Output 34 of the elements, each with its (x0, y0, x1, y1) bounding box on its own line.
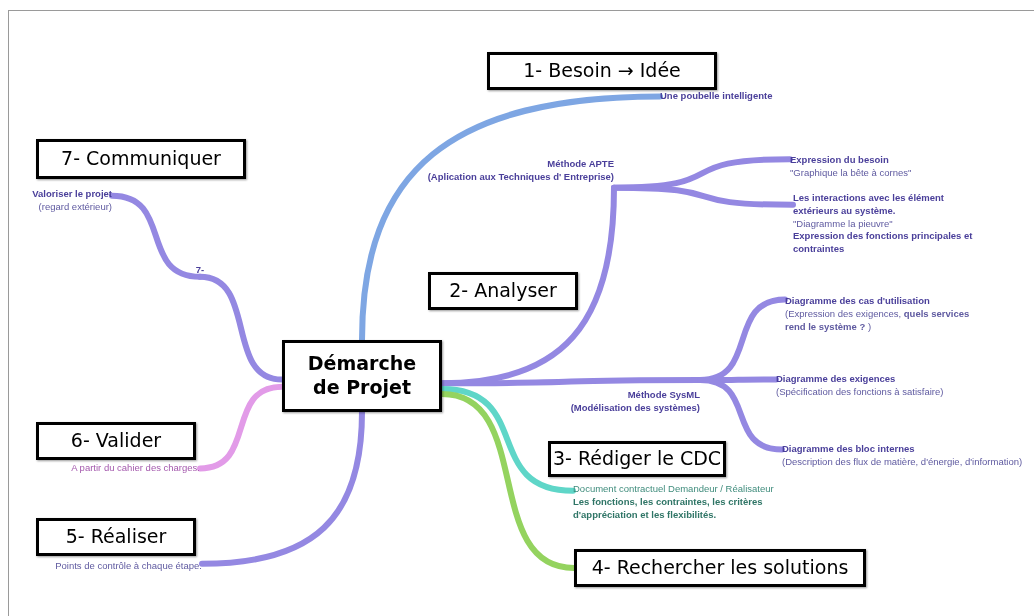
step-box: 4- Rechercher les solutions (574, 549, 866, 587)
branch-connector (611, 184, 796, 208)
branch-text: Diagramme des exigences (776, 373, 897, 386)
branch-text: Méthode APTE (546, 158, 614, 171)
branch-text: A partir du cahier des charges. (70, 462, 200, 475)
branch-connector (697, 377, 785, 453)
branch-text: Les fonctions, les contraintes, les critères d'appréciation et les flexibilités. (573, 495, 764, 522)
branch-text: Méthode SysML (626, 389, 700, 402)
step-box: 5- Réaliser (36, 518, 196, 556)
branch-text: (Spécification des fonctions à satisfaire) (776, 385, 945, 399)
branch-text: (Expression des exigences, quels services rend le système ? ) (785, 307, 971, 334)
branch-text: Document contractuel Demandeur / Réalisateur (573, 483, 775, 496)
branch-text: 7- (194, 264, 206, 277)
branch-text: Valoriser le projet (31, 188, 112, 201)
branch-text: "Diagramme la pieuvre" (793, 217, 894, 231)
branch-text: Expression des fonctions principales et contraintes (793, 230, 973, 257)
step-box: 6- Valider (36, 422, 196, 460)
central-topic-box: Démarche de Projet (282, 340, 442, 412)
branch-text: Points de contrôle à chaque étape. (54, 560, 202, 573)
branch-connector (109, 192, 203, 280)
branch-text: (Modélisation des systèmes) (569, 401, 700, 415)
branch-text: (Aplication aux Techniques d' Entreprise) (426, 170, 614, 184)
branch-text: (regard extérieur) (37, 200, 112, 214)
branch-text: (Description des flux de matière, d'énergie, d'information) (782, 455, 1024, 469)
step-box: 7- Communiquer (36, 139, 246, 179)
branch-text: Les interactions avec les élément extérieurs au système. (793, 192, 946, 218)
step-box: 1- Besoin → Idée (487, 52, 717, 90)
branch-text: Une poubelle intelligente (660, 90, 774, 103)
branch-text: Expression du besoin (790, 154, 890, 167)
step-box: 2- Analyser (428, 272, 578, 310)
step-box: 3- Rédiger le CDC (548, 441, 726, 477)
branch-text: Diagramme des bloc internes (782, 443, 916, 456)
branch-text: Diagramme des cas d'utilisation (785, 295, 931, 308)
branch-text: "Graphique la bête à cornes" (790, 166, 913, 180)
